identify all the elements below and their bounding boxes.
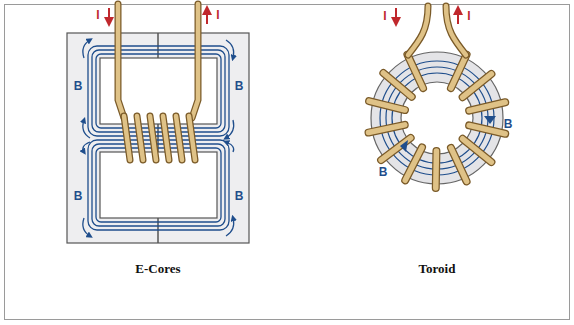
current-label: I (381, 9, 388, 23)
current-label: I (465, 9, 472, 23)
e-core (67, 4, 249, 243)
toroid (369, 6, 506, 188)
flux-label: B (72, 189, 85, 203)
frame (5, 5, 570, 320)
flux-label: B (377, 165, 390, 179)
flux-label: B (72, 79, 85, 93)
current-label: I (94, 8, 101, 22)
flux-label: B (502, 117, 515, 131)
flux-label: B (233, 189, 246, 203)
figure-caption: E-Cores (133, 261, 182, 276)
current-label: I (214, 8, 221, 22)
figure-caption: Toroid (417, 261, 458, 276)
flux-label: B (233, 79, 246, 93)
